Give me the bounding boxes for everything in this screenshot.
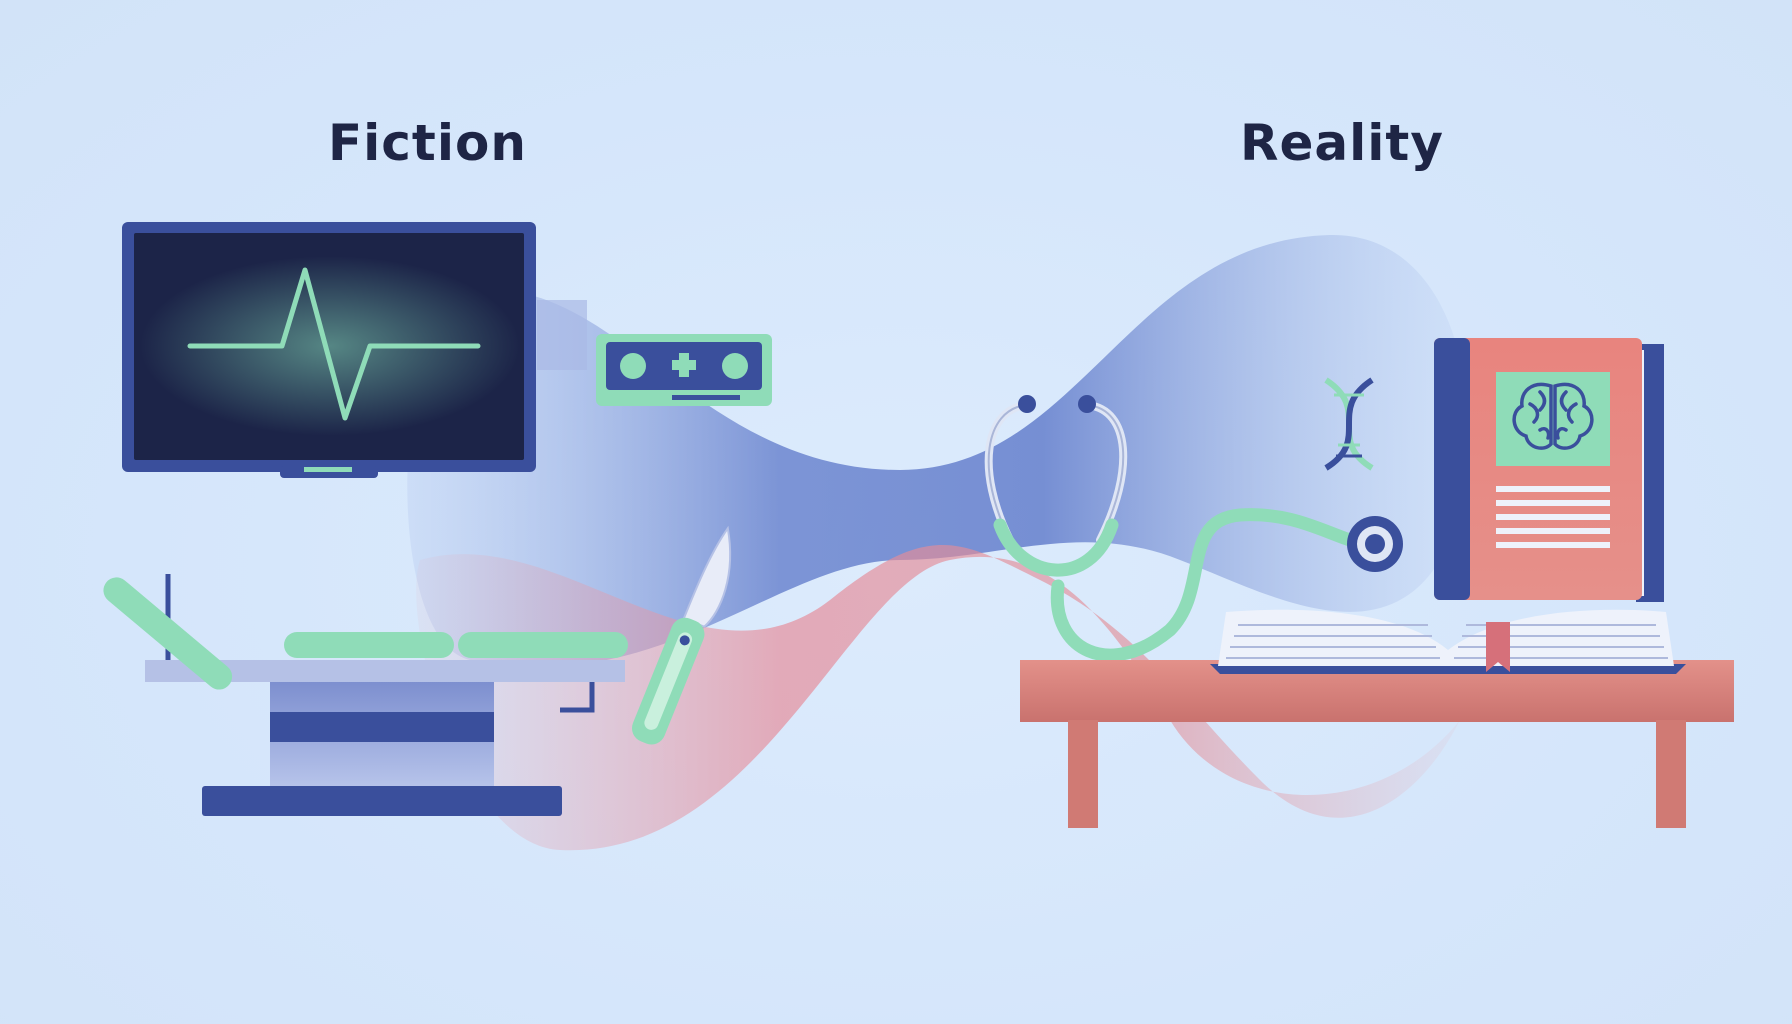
heart-monitor-icon bbox=[122, 222, 587, 478]
open-book-icon bbox=[1210, 609, 1686, 674]
brain-book-icon bbox=[1434, 338, 1664, 602]
fiction-title: Fiction bbox=[328, 114, 527, 172]
reality-title: Reality bbox=[1240, 114, 1444, 172]
operating-table-icon bbox=[103, 574, 628, 816]
stethoscope-icon bbox=[984, 395, 1403, 662]
dna-icon bbox=[1324, 377, 1374, 471]
scalpel-icon bbox=[631, 525, 732, 745]
control-panel-icon bbox=[596, 334, 772, 406]
